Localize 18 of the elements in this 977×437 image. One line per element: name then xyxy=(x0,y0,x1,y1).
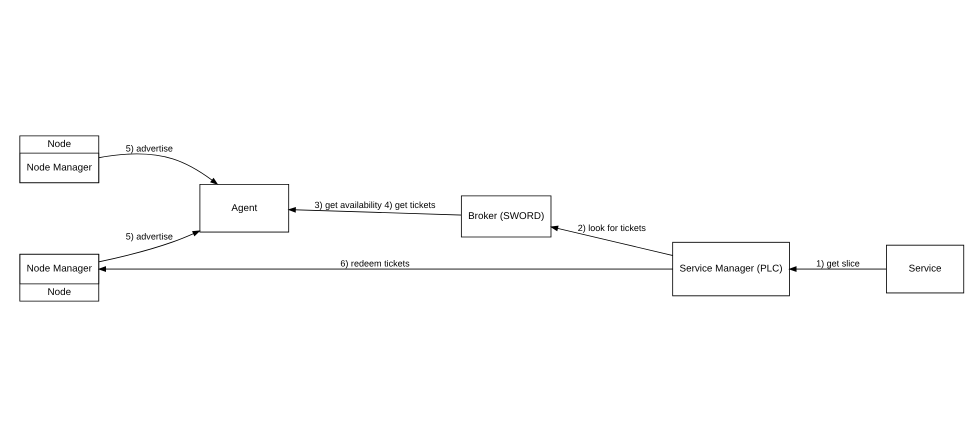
node-box: Agent xyxy=(200,184,290,232)
arrow xyxy=(550,226,673,256)
node-box: Service xyxy=(886,244,964,294)
edge-label: 3) get availability 4) get tickets xyxy=(314,200,436,210)
arrow xyxy=(98,230,201,262)
arrow xyxy=(288,206,462,216)
edge-label: 5) advertise xyxy=(126,231,173,242)
node-box: Service Manager (PLC) xyxy=(672,242,790,296)
arrow xyxy=(98,154,218,185)
arrow xyxy=(98,266,673,272)
edge-label: 5) advertise xyxy=(126,143,173,154)
arrow xyxy=(788,266,887,272)
edge-label: 1) get slice xyxy=(816,258,860,268)
node-box: Node Manager xyxy=(19,254,100,284)
node-box: Broker (SWORD) xyxy=(460,195,552,238)
node-box: Node Manager xyxy=(19,152,100,184)
edge-label: 2) look for tickets xyxy=(578,223,646,234)
edge-label: 6) redeem tickets xyxy=(340,258,410,268)
